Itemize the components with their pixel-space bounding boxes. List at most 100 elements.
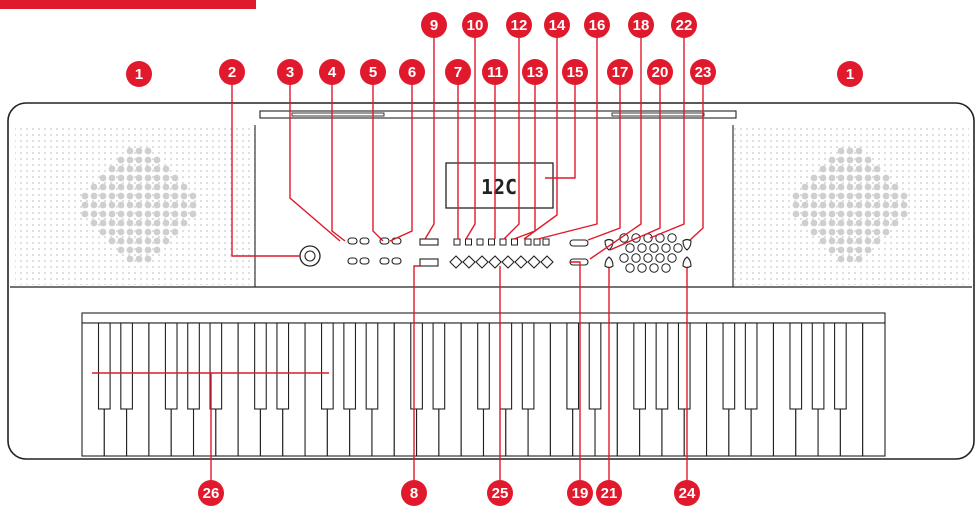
small-button[interactable]: [511, 238, 518, 246]
speaker-hole: [135, 165, 143, 173]
rhythm-button[interactable]: [643, 253, 653, 263]
speaker-hole: [144, 201, 152, 209]
wide-button-9[interactable]: [419, 238, 439, 246]
rhythm-button[interactable]: [619, 253, 629, 263]
speaker-hole: [846, 210, 854, 218]
callout-number: 9: [430, 17, 438, 34]
rhythm-button[interactable]: [625, 243, 635, 253]
black-key[interactable]: [722, 322, 736, 410]
button-0-b[interactable]: [359, 237, 370, 245]
rhythm-button[interactable]: [637, 243, 647, 253]
black-key[interactable]: [811, 322, 825, 410]
rhythm-button[interactable]: [661, 263, 671, 273]
speaker-hole: [162, 201, 170, 209]
black-key[interactable]: [254, 322, 267, 410]
black-key[interactable]: [499, 322, 513, 410]
callout-number: 20: [652, 64, 669, 81]
speaker-hole: [846, 219, 854, 227]
number-button[interactable]: [488, 255, 502, 269]
button-3-a[interactable]: [379, 257, 390, 265]
black-key[interactable]: [633, 322, 646, 410]
speaker-hole: [171, 201, 179, 209]
black-key[interactable]: [97, 322, 111, 410]
rhythm-button[interactable]: [631, 253, 641, 263]
speaker-hole: [792, 192, 800, 200]
number-button[interactable]: [462, 255, 476, 269]
speaker-hole: [801, 210, 809, 218]
callout-number: 22: [676, 17, 693, 34]
black-key[interactable]: [834, 322, 847, 410]
number-button[interactable]: [527, 255, 541, 269]
speaker-hole: [90, 192, 98, 200]
speaker-hole: [171, 228, 179, 236]
speaker-hole: [189, 192, 197, 200]
black-key[interactable]: [566, 322, 580, 410]
black-key[interactable]: [655, 322, 669, 410]
speaker-hole: [117, 246, 125, 254]
callout-badge-7: 7: [445, 59, 471, 85]
callout-circle: [674, 480, 700, 506]
button-3-b[interactable]: [391, 257, 402, 265]
callout-number: 24: [679, 485, 696, 502]
speaker-hole: [99, 183, 107, 191]
volume-up-button[interactable]: [682, 256, 692, 269]
speaker-hole: [135, 219, 143, 227]
wide-button-8[interactable]: [419, 258, 439, 267]
small-button[interactable]: [476, 238, 484, 246]
speaker-hole: [810, 183, 818, 191]
white-key[interactable]: [862, 322, 886, 457]
number-button[interactable]: [501, 255, 515, 269]
black-key[interactable]: [521, 322, 535, 410]
tempo-up-button[interactable]: [604, 256, 614, 269]
rhythm-button[interactable]: [637, 263, 647, 273]
black-key[interactable]: [209, 322, 223, 410]
wide-button-17[interactable]: [569, 239, 589, 247]
small-button[interactable]: [542, 238, 550, 246]
black-key[interactable]: [164, 322, 178, 410]
rhythm-button[interactable]: [625, 263, 635, 273]
number-button[interactable]: [540, 255, 554, 269]
small-button[interactable]: [465, 238, 472, 246]
black-key[interactable]: [321, 322, 334, 410]
callout-line-5: [424, 36, 435, 240]
button-2-b[interactable]: [359, 257, 370, 265]
black-key[interactable]: [588, 322, 602, 410]
black-key[interactable]: [365, 322, 379, 410]
number-button[interactable]: [475, 255, 489, 269]
speaker-hole: [144, 183, 152, 191]
rhythm-button[interactable]: [667, 253, 677, 263]
number-button[interactable]: [449, 255, 463, 269]
callout-circle: [277, 59, 303, 85]
black-key[interactable]: [343, 322, 357, 410]
callout-line-15: [589, 36, 642, 260]
callout-badge-8: 8: [401, 480, 427, 506]
number-button[interactable]: [514, 255, 528, 269]
black-key[interactable]: [744, 322, 758, 410]
rhythm-button[interactable]: [661, 243, 671, 253]
small-button[interactable]: [499, 238, 507, 246]
button-2-a[interactable]: [347, 257, 358, 265]
rhythm-button[interactable]: [655, 253, 665, 263]
small-button[interactable]: [533, 238, 541, 246]
black-key[interactable]: [276, 322, 290, 410]
black-key[interactable]: [677, 322, 691, 410]
rhythm-button[interactable]: [649, 263, 659, 273]
black-key[interactable]: [789, 322, 803, 410]
black-key[interactable]: [477, 322, 490, 410]
black-key[interactable]: [187, 322, 200, 410]
callout-circle: [607, 59, 633, 85]
callout-number: 3: [286, 64, 294, 81]
rhythm-button[interactable]: [667, 233, 677, 243]
small-button[interactable]: [453, 238, 461, 246]
speaker-hole: [855, 156, 863, 164]
black-key[interactable]: [410, 322, 423, 410]
button-0-a[interactable]: [347, 237, 358, 245]
volume-down-button[interactable]: [682, 238, 692, 251]
black-key[interactable]: [432, 322, 446, 410]
callout-badge-13: 13: [522, 59, 548, 85]
small-button[interactable]: [488, 238, 495, 246]
rhythm-button[interactable]: [649, 243, 659, 253]
rhythm-button[interactable]: [673, 243, 683, 253]
small-button[interactable]: [524, 238, 532, 246]
black-key[interactable]: [120, 322, 133, 410]
